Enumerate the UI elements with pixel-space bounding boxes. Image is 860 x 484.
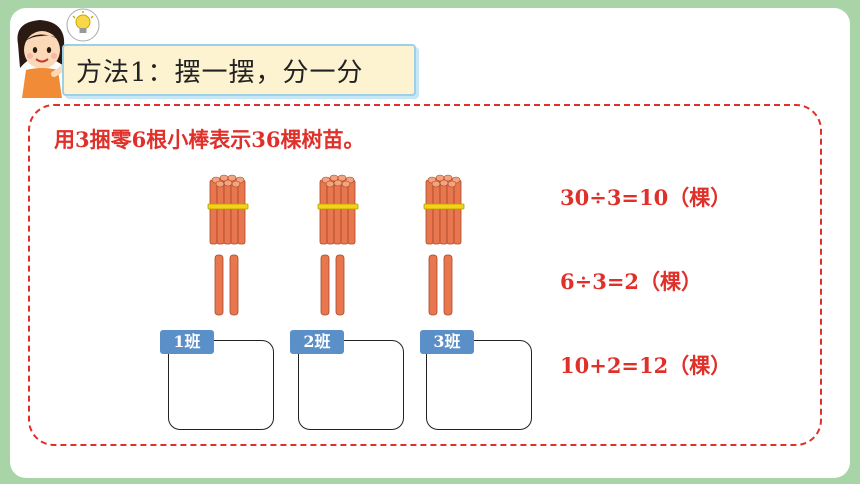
class-tag-1: 1班 [160, 330, 214, 354]
class-box-1 [168, 340, 274, 430]
class-box-3 [426, 340, 532, 430]
content-panel [28, 104, 822, 446]
stick-pair-icon [428, 254, 453, 316]
stick-bundle-icon [317, 174, 359, 245]
stick-pair-icon [320, 254, 345, 316]
equation-3: 10+2=12（棵） [560, 353, 732, 378]
class-tag-2: 2班 [290, 330, 344, 354]
lightbulb-icon [66, 8, 100, 42]
method-header-bar: 方法1：摆一摆，分一分 [62, 44, 416, 96]
equation-1: 30÷3=10（棵） [560, 185, 732, 210]
stick-bundle-icon [207, 174, 249, 245]
class-box-2 [298, 340, 404, 430]
method-title: 方法1：摆一摆，分一分 [76, 58, 364, 88]
stick-bundle-icon [423, 174, 465, 245]
class-tag-3: 3班 [420, 330, 474, 354]
stick-pair-icon [214, 254, 239, 316]
equation-2: 6÷3=2（棵） [560, 269, 703, 294]
instruction-text: 用3捆零6根小棒表示36棵树苗。 [54, 127, 365, 152]
